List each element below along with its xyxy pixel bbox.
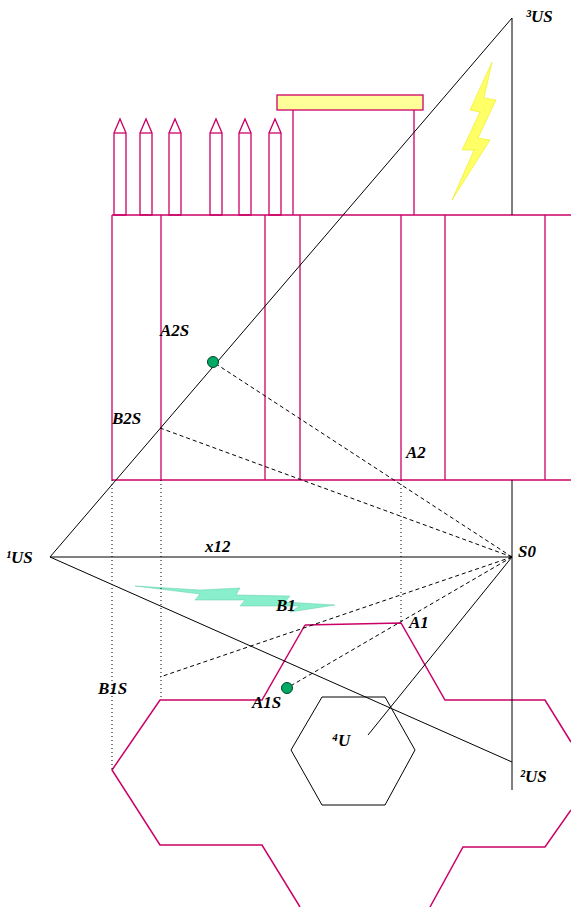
point-label: ²US — [520, 768, 547, 785]
point-marker — [208, 357, 219, 368]
point-label: B1S — [98, 680, 127, 697]
point-marker — [282, 683, 293, 694]
point-label: A1 — [409, 614, 429, 631]
point-label: S0 — [518, 543, 536, 560]
yellow-flash — [452, 62, 496, 200]
point-label: A1S — [252, 694, 281, 711]
construction-lines — [50, 18, 512, 805]
point-label: A2S — [160, 322, 189, 339]
point-label: ¹US — [6, 549, 33, 566]
projection-rays — [160, 362, 512, 688]
point-label: B2S — [112, 410, 141, 427]
point-label: ⁴U — [332, 732, 350, 749]
building — [112, 95, 571, 480]
point-label: B1 — [276, 597, 296, 614]
point-label: x12 — [205, 538, 231, 555]
ground-plan — [112, 623, 571, 907]
ordinal-lines — [112, 480, 401, 770]
point-label: A2 — [406, 444, 426, 461]
point-label: ³US — [526, 8, 553, 25]
